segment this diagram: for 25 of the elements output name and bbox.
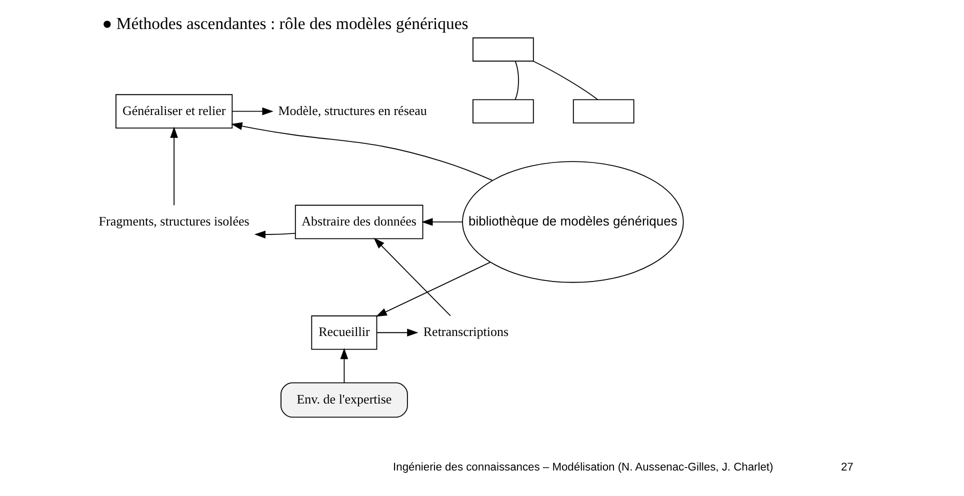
arrow	[375, 262, 490, 317]
node-box: Recueillir	[310, 315, 377, 350]
label: 27	[840, 461, 853, 474]
node-ellipse: bibliothèque de modèles génériques	[462, 161, 684, 283]
node-text: Retranscriptions	[422, 324, 508, 340]
diagram-title: ● Méthodes ascendantes : rôle des modèles génériques	[102, 14, 468, 33]
node-box	[472, 37, 534, 62]
arrow	[231, 107, 273, 116]
arrow	[376, 328, 418, 337]
arrow	[254, 230, 296, 238]
node-box	[572, 99, 634, 124]
connector	[532, 60, 598, 100]
node-text: Modèle, structures en réseau	[278, 102, 426, 118]
node-box: Généraliser et relier	[115, 94, 232, 129]
caption: Ingénierie des connaissances – Modélisation (N. Aussenac-Gilles, J. Charlet)	[392, 461, 773, 474]
arrow	[170, 126, 178, 206]
arrow	[340, 348, 348, 383]
connector	[514, 61, 518, 100]
arrow	[230, 122, 492, 181]
node-box: Env. de l'expertise	[280, 382, 408, 418]
arrow	[373, 238, 450, 316]
node-text: Fragments, structures isolées	[98, 213, 249, 228]
node-box: Abstraire des données	[294, 204, 423, 240]
arrow	[421, 218, 462, 226]
node-box	[472, 99, 534, 124]
